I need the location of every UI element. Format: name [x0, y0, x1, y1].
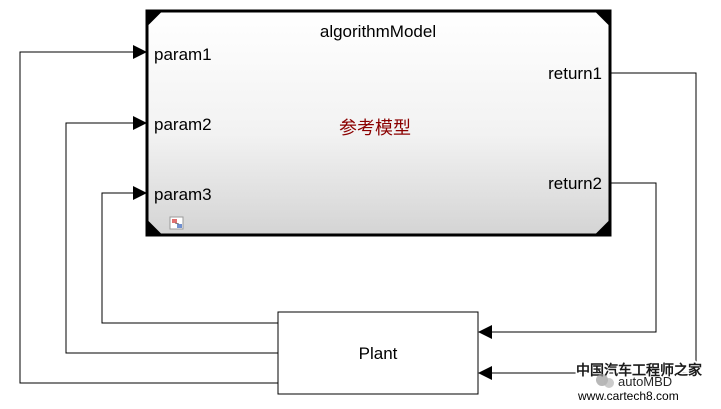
arrow-plant-in1-icon: [478, 325, 492, 339]
line-plant-to-param1[interactable]: [19, 51, 278, 384]
arrowheads: [133, 45, 492, 380]
line-plant-to-param2[interactable]: [65, 122, 278, 354]
watermark: 中国汽车工程师之家 autoMBD www.cartech8.com: [575, 361, 705, 405]
plant-block-frame: [277, 311, 479, 395]
line-return1-to-plant[interactable]: [492, 72, 697, 374]
output-port-label-return1[interactable]: return1: [548, 64, 602, 83]
line-return2-to-plant[interactable]: [492, 182, 657, 333]
model-block-subtitle: 参考模型: [339, 118, 411, 139]
input-port-label-param3[interactable]: param3: [154, 185, 212, 204]
plant-block[interactable]: Plant: [277, 311, 479, 395]
input-port-label-param2[interactable]: param2: [154, 115, 212, 134]
model-reference-icon[interactable]: [169, 216, 184, 230]
corner-mark-icon: [148, 12, 161, 25]
signal-lines: [19, 51, 697, 384]
algorithm-model-block[interactable]: algorithmModel 参考模型 param1 param2 param3…: [145, 9, 612, 237]
model-block-frame: [145, 9, 612, 237]
wechat-logo-icon: [604, 378, 614, 388]
watermark-line3: www.cartech8.com: [577, 389, 679, 403]
arrow-plant-in2-icon: [478, 366, 492, 380]
watermark-line1: 中国汽车工程师之家: [576, 362, 703, 379]
plant-block-label: Plant: [359, 344, 398, 363]
model-block-title: algorithmModel: [320, 22, 436, 41]
corner-mark-icon: [148, 221, 161, 234]
arrow-param3-icon: [133, 186, 147, 200]
output-port-label-return2[interactable]: return2: [548, 174, 602, 193]
input-port-label-param1[interactable]: param1: [154, 45, 212, 64]
corner-mark-icon: [596, 12, 609, 25]
line-plant-to-param3[interactable]: [101, 192, 278, 324]
arrow-param2-icon: [133, 116, 147, 130]
corner-mark-icon: [596, 221, 609, 234]
watermark-line2: autoMBD: [618, 374, 672, 389]
arrow-param1-icon: [133, 45, 147, 59]
